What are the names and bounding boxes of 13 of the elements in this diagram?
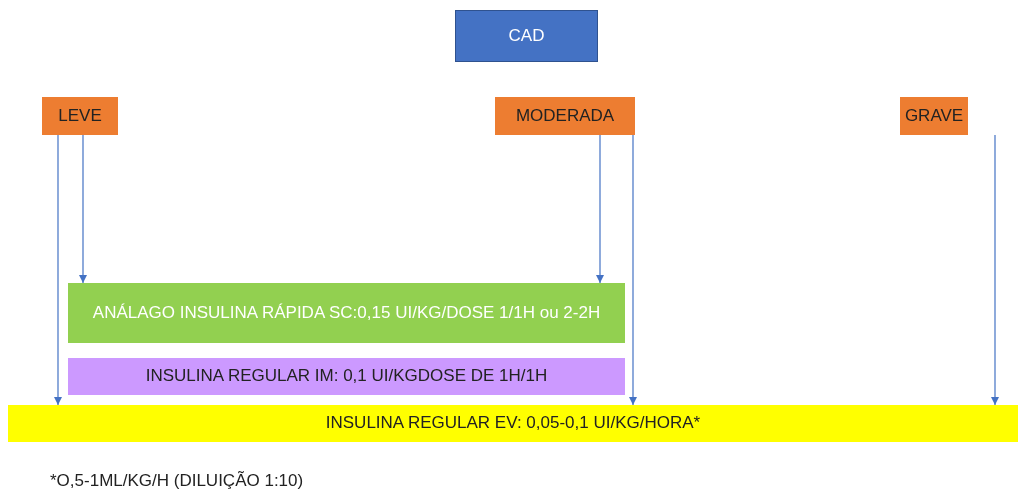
severity-box: LEVE — [42, 97, 118, 135]
arrow — [53, 134, 63, 406]
treatment-box: INSULINA REGULAR IM: 0,1 UI/KGDOSE DE 1H/1H — [68, 358, 625, 395]
footnote: *O,5-1ML/KG/H (DILUIÇÃO 1:10) — [50, 471, 304, 491]
arrow — [78, 134, 88, 284]
arrow — [595, 134, 605, 284]
arrow — [990, 134, 1000, 406]
severity-box: GRAVE — [900, 97, 968, 135]
arrow — [628, 134, 638, 406]
treatment-box: INSULINA REGULAR EV: 0,05-0,1 UI/KG/HORA* — [8, 405, 1018, 442]
treatment-box: ANÁLAGO INSULINA RÁPIDA SC:0,15 UI/KG/DOSE 1/1H ou 2-2H — [68, 283, 625, 343]
title-box: CAD — [455, 10, 598, 62]
severity-box: MODERADA — [495, 97, 635, 135]
